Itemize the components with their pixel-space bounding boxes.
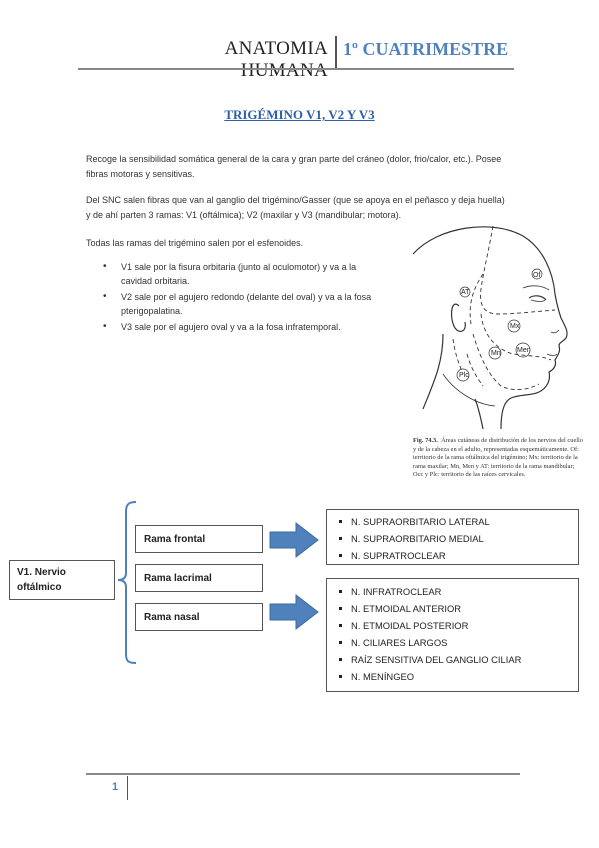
header-rule xyxy=(78,68,514,70)
arrow-nasal-icon xyxy=(269,593,319,631)
list-item: N. ETMOIDAL ANTERIOR xyxy=(339,600,578,617)
paragraph-2: Del SNC salen fibras que van al ganglio … xyxy=(86,195,505,220)
list-item: N. MENÍNGEO xyxy=(339,668,578,685)
list-item: N. CILIARES LARGOS xyxy=(339,634,578,651)
head-dermatome-illustration: Of AT Mx Mn Men Plc xyxy=(412,225,568,429)
diagram-connectors xyxy=(117,501,319,664)
label-of: Of xyxy=(533,272,540,279)
branch-frontal: Rama frontal xyxy=(135,525,263,553)
page-number: 1 xyxy=(112,781,119,793)
branch-lacrimal: Rama lacrimal xyxy=(135,564,263,592)
nasal-nerves-box: N. INFRATROCLEAR N. ETMOIDAL ANTERIOR N.… xyxy=(326,578,579,692)
footer-divider xyxy=(127,776,128,800)
bullet-item: V1 sale por la fisura orbitaria (junto a… xyxy=(86,260,386,288)
paragraph-1: Recoge la sensibilidad somática general … xyxy=(86,154,502,179)
header-divider xyxy=(335,36,337,70)
bullet-item: V2 sale por el agujero redondo (delante … xyxy=(86,290,386,318)
header-title: ANATOMIA HUMANA xyxy=(224,38,328,81)
paragraph-3: Todas las ramas del trigémino salen por … xyxy=(86,238,304,248)
figure-caption: Fig. 74.3. Áreas cutáneas de distribució… xyxy=(413,437,585,480)
caption-text: Áreas cutáneas de distribución de los ne… xyxy=(413,437,584,478)
label-mx: Mx xyxy=(510,323,520,330)
list-item: N. SUPRAORBITARIO MEDIAL xyxy=(339,530,578,547)
branch-exit-list: V1 sale por la fisura orbitaria (junto a… xyxy=(86,260,386,336)
list-item: N. ETMOIDAL POSTERIOR xyxy=(339,617,578,634)
frontal-nerves-box: N. SUPRAORBITARIO LATERAL N. SUPRAORBITA… xyxy=(326,509,579,565)
list-item: N. SUPRAORBITARIO LATERAL xyxy=(339,513,578,530)
curly-brace xyxy=(117,501,137,664)
label-at: AT xyxy=(461,289,470,296)
bullet-item: V3 sale por el agujero oval y va a la fo… xyxy=(86,320,386,334)
branch-nasal: Rama nasal xyxy=(135,603,263,631)
list-item: RAÍZ SENSITIVA DEL GANGLIO CILIAR xyxy=(339,651,578,668)
nerve-box: V1. Nervio oftálmico xyxy=(9,560,115,600)
list-item: N. INFRATROCLEAR xyxy=(339,583,578,600)
arrow-frontal-icon xyxy=(269,521,319,559)
footer-rule xyxy=(86,773,520,775)
label-plc: Plc xyxy=(459,372,469,379)
label-men: Men xyxy=(517,347,531,354)
list-item: N. SUPRATROCLEAR xyxy=(339,547,578,564)
label-mn: Mn xyxy=(491,350,501,357)
caption-number: Fig. 74.3. xyxy=(413,437,438,444)
header-semester: 1º CUATRIMESTRE xyxy=(343,39,509,59)
document-title: TRIGÉMINO V1, V2 Y V3 xyxy=(224,107,375,122)
